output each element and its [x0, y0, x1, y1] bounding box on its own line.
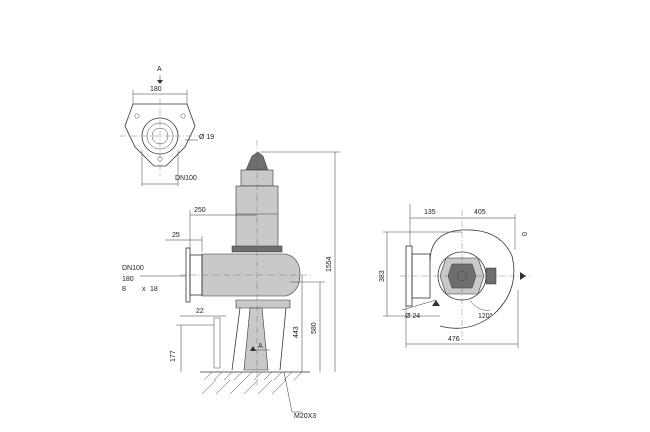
- bolt-hole: [180, 113, 186, 119]
- dim-250: 250: [194, 207, 206, 214]
- bolt-hole: [134, 113, 140, 119]
- flange-holes-count: 8: [122, 286, 126, 293]
- dim-177: 177: [170, 350, 177, 362]
- flange-pcd: 180: [122, 276, 134, 283]
- stand-column: [243, 307, 269, 371]
- dim-hole-24: Ø 24: [405, 313, 420, 320]
- arrow-bottom: [432, 300, 440, 306]
- plan-view: 135 405 0 383 Ø 24 120° 476: [379, 204, 530, 348]
- dim-hole-19: Ø 19: [199, 134, 214, 141]
- guide-pipe: [213, 317, 221, 369]
- dim-1554: 1554: [326, 256, 333, 272]
- dim-443: 443: [293, 326, 300, 338]
- section-label-a: A: [157, 66, 162, 73]
- base-plate-outline: [124, 103, 196, 167]
- leader-anchor: [283, 371, 293, 413]
- volute-outline: [429, 229, 515, 329]
- anchor-label: M20X3: [294, 413, 316, 420]
- dn100-label: DN100: [175, 175, 197, 182]
- leader-hole-plan: [401, 299, 437, 311]
- angle-120: 120°: [478, 312, 493, 320]
- ground-hatching: [201, 371, 303, 395]
- dim-383: 383: [379, 270, 386, 282]
- section-marker-a: A: [258, 343, 263, 350]
- stand-legs: [231, 307, 287, 371]
- dim-22: 22: [196, 308, 204, 315]
- flange-holes-x: x: [142, 286, 146, 293]
- dim-476: 476: [448, 336, 460, 343]
- section-arrow-head: [157, 80, 163, 84]
- dim-405: 405: [474, 209, 486, 216]
- dim-580: 580: [311, 322, 318, 334]
- dim-0: 0: [522, 232, 529, 236]
- dim-25: 25: [172, 232, 180, 239]
- flange-hole-dia: 18: [150, 286, 158, 293]
- arrow-right: [520, 272, 526, 280]
- top-view: A 180 Ø 19 DN100: [120, 66, 214, 186]
- section-marker-arrow: [250, 346, 256, 351]
- flange-dn100: DN100: [122, 265, 144, 272]
- dim-135: 135: [424, 209, 436, 216]
- side-view: 250 25 DN100 180 8 x 18 22 177 443 580 1…: [122, 140, 340, 420]
- dim-180: 180: [150, 86, 162, 93]
- angle-arc: [469, 299, 491, 311]
- stand-top: [235, 299, 291, 309]
